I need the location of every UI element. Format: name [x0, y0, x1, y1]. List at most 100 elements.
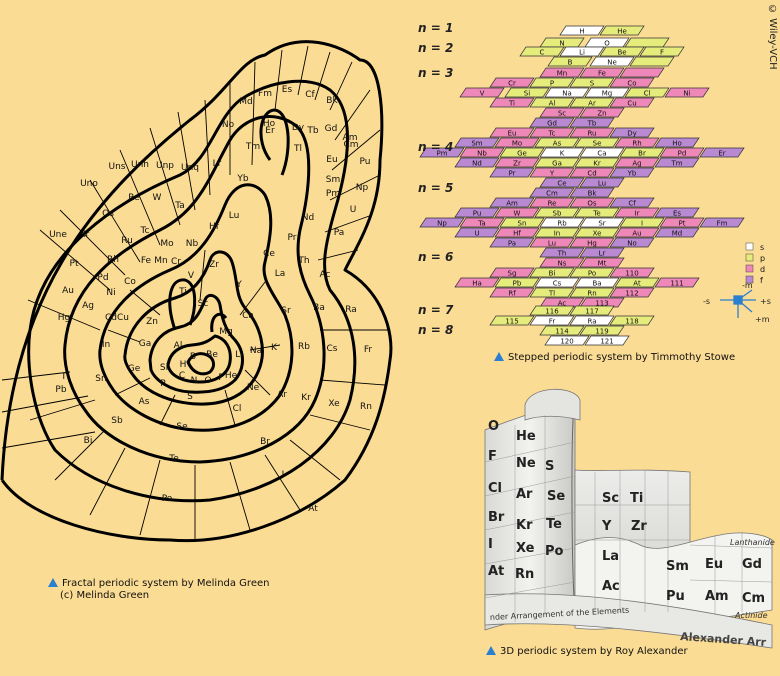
- fractal-element-label: K: [271, 343, 278, 353]
- fractal-element-label: Fe: [141, 256, 152, 266]
- fractal-element-label: Pr: [288, 233, 297, 243]
- stepped-cell-label: Hg: [587, 240, 597, 248]
- stepped-cell-label: Mg: [602, 90, 612, 98]
- stepped-cell: [659, 217, 705, 228]
- threed-element-symbol: Br: [488, 510, 505, 525]
- stepped-cell: [579, 177, 625, 188]
- stepped-cell-label: Sm: [471, 140, 482, 148]
- stepped-caption: Stepped periodic system by Timmothy Stow…: [494, 352, 735, 364]
- stepped-cell-label: Cr: [508, 80, 516, 88]
- fractal-element-label: Ba: [313, 303, 325, 313]
- fractal-element-label: Tm: [245, 142, 260, 152]
- fractal-element-label: B: [190, 352, 196, 362]
- threed-element-symbol: Zr: [631, 519, 647, 534]
- threed-element-symbol: Sm: [666, 559, 689, 574]
- stepped-cell-label: Ga: [552, 160, 562, 168]
- stepped-cell: [529, 315, 575, 326]
- threed-element-symbol: Ar: [516, 487, 533, 502]
- stepped-cell: [609, 77, 655, 88]
- stepped-cell: [534, 157, 580, 168]
- stepped-cell-label: Gd: [547, 120, 557, 128]
- fractal-element-label: In: [102, 340, 110, 350]
- stepped-cell: [489, 97, 535, 108]
- stepped-cell-label: Tl: [548, 290, 555, 298]
- stepped-cell-label: Pu: [473, 210, 482, 218]
- stepped-cell: [619, 147, 665, 158]
- stepped-cell-label: Cu: [627, 100, 636, 108]
- stepped-cell: [454, 137, 500, 148]
- fractal-shell-3: [63, 115, 326, 464]
- fractal-element-label: Dy: [292, 123, 305, 133]
- fractal-element-label: Bi: [84, 436, 93, 446]
- fractal-element-label: Rb: [298, 342, 310, 352]
- stepped-cell: [494, 227, 540, 238]
- stepped-cell-label: Ta: [477, 220, 485, 228]
- stepped-cell: [569, 97, 615, 108]
- stepped-cell-label: Tm: [670, 160, 682, 168]
- stepped-cell-label: Ar: [588, 100, 596, 108]
- triangle-icon: [494, 352, 504, 361]
- stepped-cell-label: Os: [587, 200, 597, 208]
- stepped-cell-label: 110: [625, 270, 638, 278]
- brand-text: Alexander Arr: [680, 630, 767, 649]
- fractal-element-label: Pu: [360, 157, 371, 167]
- fractal-element-label: Mo: [160, 239, 174, 249]
- threed-caption: 3D periodic system by Roy Alexander: [486, 646, 688, 658]
- stepped-cell: [489, 267, 535, 278]
- stepped-cell-label: In: [554, 230, 561, 238]
- stepped-cell-label: S: [590, 80, 595, 88]
- fractal-element-label: Ni: [106, 288, 115, 298]
- threed-element-symbol: Te: [546, 517, 562, 532]
- threed-element-symbol: Pu: [666, 589, 685, 604]
- stepped-cell-label: Ra: [588, 318, 597, 326]
- stepped-cell: [579, 247, 625, 258]
- stepped-cell-label: Na: [562, 90, 572, 98]
- stepped-cell-label: 120: [560, 338, 573, 346]
- axis-compass: [720, 289, 756, 318]
- stepped-cell: [664, 87, 710, 98]
- fractal-element-label: Co: [124, 277, 136, 287]
- stepped-cell-label: Cl: [644, 90, 651, 98]
- stepped-cell-label: Md: [672, 230, 682, 238]
- stepped-cell-label: Lr: [599, 250, 606, 258]
- axis-minus-m: -m: [742, 281, 753, 290]
- stepped-cell: [569, 237, 615, 248]
- threed-element-symbol: I: [488, 537, 493, 552]
- stepped-cell: [569, 267, 615, 278]
- stepped-cell-label: 113: [595, 300, 608, 308]
- stepped-cell-label: Ha: [472, 280, 482, 288]
- stepped-cell: [529, 267, 575, 278]
- stepped-cell: [654, 137, 700, 148]
- fractal-element-label: Sm: [326, 175, 340, 185]
- fractal-element-label: Np: [356, 183, 369, 193]
- fractal-element-label: U: [350, 205, 357, 215]
- fractal-element-label: Ra: [345, 305, 357, 315]
- stepped-cell: [609, 287, 655, 298]
- stepped-cell: [489, 127, 535, 138]
- stepped-cell-label: F: [660, 49, 664, 57]
- fractal-element-label: Eu: [326, 155, 337, 165]
- fractal-element-label: Tb: [306, 126, 318, 136]
- stepped-cell: [519, 46, 565, 57]
- lanthanide-label: Lanthanide: [730, 538, 775, 547]
- fractal-element-label: La: [275, 269, 286, 279]
- fractal-petal-2: [168, 278, 197, 331]
- threed-element-symbol: Cl: [488, 481, 502, 496]
- fractal-element-label: Er: [265, 126, 275, 136]
- stepped-cell-label: Ho: [672, 140, 682, 148]
- stepped-cell-label: At: [633, 280, 641, 288]
- stepped-cell-label: As: [553, 140, 562, 148]
- fractal-element-label: Fm: [258, 89, 272, 99]
- stepped-cell-label: Xe: [593, 230, 602, 238]
- stepped-cell-label: Mo: [512, 140, 522, 148]
- fractal-element-label: Ga: [139, 339, 152, 349]
- stepped-cell-label: C: [540, 49, 545, 57]
- threed-element-symbol: O: [488, 419, 499, 434]
- threed-element-symbol: Gd: [742, 557, 762, 572]
- stepped-cell-label: Pb: [513, 280, 522, 288]
- stepped-cell-label: Zr: [513, 160, 521, 168]
- threed-element-symbol: La: [602, 549, 619, 564]
- stepped-cell: [489, 197, 535, 208]
- stepped-cell-label: Fe: [598, 70, 606, 78]
